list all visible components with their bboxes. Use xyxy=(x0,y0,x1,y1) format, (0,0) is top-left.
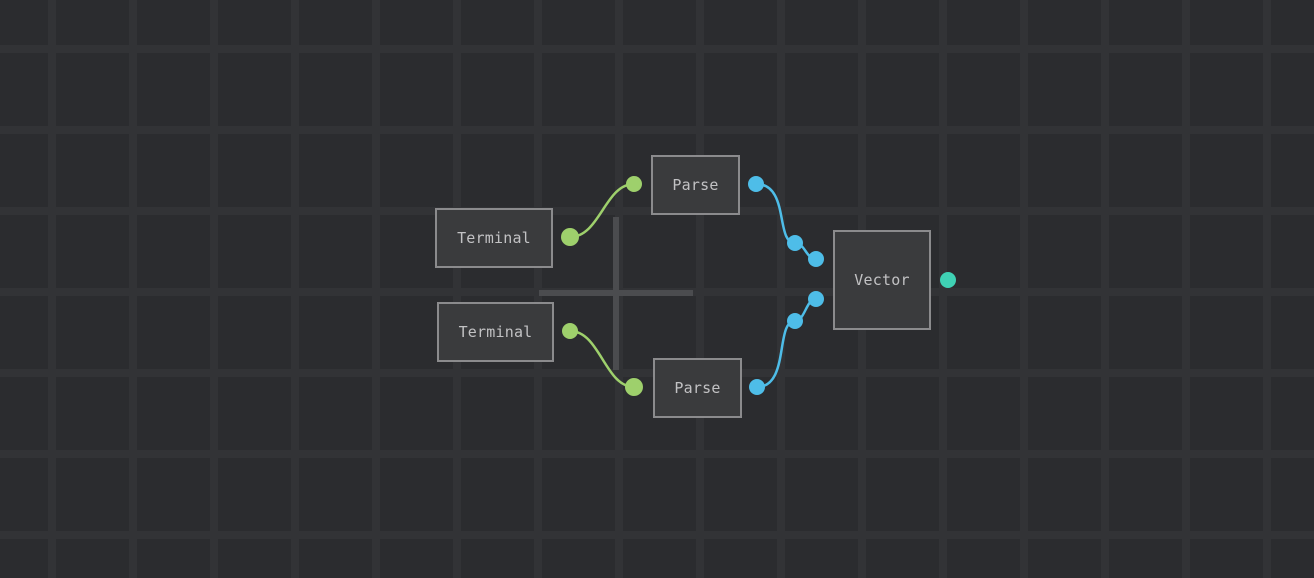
parse-top-input-port[interactable] xyxy=(626,176,642,192)
vector-input-port-top[interactable] xyxy=(808,251,824,267)
terminal-top-output-port[interactable] xyxy=(561,228,579,246)
terminal-node-bottom[interactable]: Terminal xyxy=(437,302,554,362)
parse-node-bottom[interactable]: Parse xyxy=(653,358,742,418)
wire-reroute-point-top[interactable] xyxy=(787,235,803,251)
vector-output-port[interactable] xyxy=(940,272,956,288)
wire-parse-top-to-vector[interactable] xyxy=(755,182,817,261)
wire-terminal-bottom-to-parse-bottom[interactable] xyxy=(569,329,635,389)
parse-bottom-input-port[interactable] xyxy=(625,378,643,396)
wire-reroute-point-bottom[interactable] xyxy=(787,313,803,329)
parse-bottom-output-port[interactable] xyxy=(749,379,765,395)
vector-node[interactable]: Vector xyxy=(833,230,931,330)
wire-parse-bottom-to-vector[interactable] xyxy=(756,297,817,389)
node-label: Parse xyxy=(672,176,719,194)
crosshair-cursor-icon xyxy=(539,217,693,370)
parse-node-top[interactable]: Parse xyxy=(651,155,740,215)
node-label: Vector xyxy=(854,271,910,289)
node-label: Parse xyxy=(674,379,721,397)
wire-terminal-top-to-parse-top[interactable] xyxy=(569,182,635,239)
parse-top-output-port[interactable] xyxy=(748,176,764,192)
terminal-node-top[interactable]: Terminal xyxy=(435,208,553,268)
node-label: Terminal xyxy=(457,229,531,247)
terminal-bottom-output-port[interactable] xyxy=(562,323,578,339)
vector-input-port-bottom[interactable] xyxy=(808,291,824,307)
node-label: Terminal xyxy=(458,323,533,341)
